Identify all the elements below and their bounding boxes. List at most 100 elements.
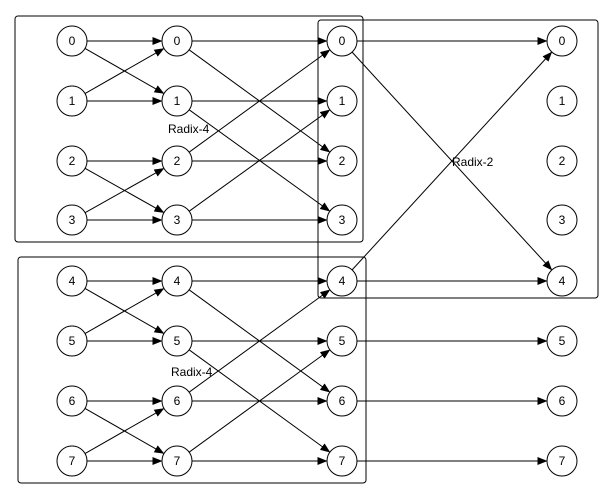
node-stage-3-6: 6 bbox=[546, 385, 578, 417]
node-circle bbox=[326, 325, 358, 357]
node-stage-0-5: 5 bbox=[56, 325, 88, 357]
node-circle bbox=[56, 145, 88, 177]
node-stage-3-1: 1 bbox=[546, 85, 578, 117]
radix4-bottom-label: Radix-4 bbox=[171, 365, 213, 379]
node-stage-3-3: 3 bbox=[546, 204, 578, 236]
node-circle bbox=[546, 445, 578, 477]
radix4-bottom-group-box bbox=[17, 256, 367, 484]
node-stage-2-0: 0 bbox=[326, 25, 358, 57]
node-label: 5 bbox=[339, 334, 346, 348]
node-circle bbox=[546, 325, 578, 357]
node-stage-1-0: 0 bbox=[161, 25, 193, 57]
node-label: 4 bbox=[174, 274, 181, 288]
node-circle bbox=[326, 85, 358, 117]
node-stage-2-7: 7 bbox=[326, 445, 358, 477]
node-circle bbox=[326, 385, 358, 417]
node-label: 2 bbox=[559, 154, 566, 168]
node-circle bbox=[56, 265, 88, 297]
node-stage-2-6: 6 bbox=[326, 385, 358, 417]
node-stage-0-3: 3 bbox=[56, 204, 88, 236]
node-label: 3 bbox=[69, 213, 76, 227]
node-label: 6 bbox=[559, 394, 566, 408]
node-label: 0 bbox=[69, 34, 76, 48]
node-circle bbox=[326, 204, 358, 236]
node-label: 6 bbox=[69, 394, 76, 408]
edge-s0n7-s1n6 bbox=[84, 408, 165, 455]
node-circle bbox=[56, 25, 88, 57]
node-circle bbox=[161, 204, 193, 236]
node-circle bbox=[161, 25, 193, 57]
node-label: 4 bbox=[559, 274, 566, 288]
node-circle bbox=[326, 265, 358, 297]
node-circle bbox=[161, 325, 193, 357]
node-circle bbox=[326, 25, 358, 57]
node-label: 5 bbox=[69, 334, 76, 348]
edge-s0n5-s1n4 bbox=[84, 288, 165, 335]
node-stage-1-7: 7 bbox=[161, 445, 193, 477]
node-circle bbox=[56, 85, 88, 117]
edge-s2n4-s3n0 bbox=[351, 51, 553, 271]
node-label: 3 bbox=[339, 213, 346, 227]
edge-s1n3-s2n1 bbox=[188, 109, 331, 212]
node-stage-1-3: 3 bbox=[161, 204, 193, 236]
node-label: 0 bbox=[339, 34, 346, 48]
node-label: 7 bbox=[69, 454, 76, 468]
node-label: 0 bbox=[174, 34, 181, 48]
node-stage-1-2: 2 bbox=[161, 145, 193, 177]
node-stage-1-4: 4 bbox=[161, 265, 193, 297]
node-stage-1-6: 6 bbox=[161, 385, 193, 417]
edge-s1n7-s2n5 bbox=[188, 349, 331, 453]
nodes-layer: 0 1 2 3 4 5 6 7 0 1 2 3 4 5 6 7 0 1 2 3 4 5 6 7 0 1 2 3 4 5 6 7 bbox=[56, 25, 578, 477]
node-label: 2 bbox=[174, 154, 181, 168]
node-label: 3 bbox=[174, 213, 181, 227]
node-stage-0-1: 1 bbox=[56, 85, 88, 117]
node-circle bbox=[161, 85, 193, 117]
node-label: 1 bbox=[174, 94, 181, 108]
node-label: 2 bbox=[69, 154, 76, 168]
node-label: 5 bbox=[559, 334, 566, 348]
node-stage-0-4: 4 bbox=[56, 265, 88, 297]
node-stage-3-0: 0 bbox=[546, 25, 578, 57]
node-label: 7 bbox=[339, 454, 346, 468]
node-circle bbox=[546, 265, 578, 297]
node-stage-3-4: 4 bbox=[546, 265, 578, 297]
node-circle bbox=[161, 385, 193, 417]
edge-s0n3-s1n2 bbox=[84, 168, 165, 214]
node-label: 1 bbox=[339, 94, 346, 108]
node-stage-3-2: 2 bbox=[546, 145, 578, 177]
radix2-label: Radix-2 bbox=[452, 155, 494, 169]
node-circle bbox=[546, 85, 578, 117]
edge-s0n1-s1n0 bbox=[84, 48, 165, 95]
node-circle bbox=[546, 25, 578, 57]
node-stage-0-7: 7 bbox=[56, 445, 88, 477]
node-stage-0-2: 2 bbox=[56, 145, 88, 177]
node-circle bbox=[56, 204, 88, 236]
node-stage-3-7: 7 bbox=[546, 445, 578, 477]
node-circle bbox=[56, 445, 88, 477]
node-circle bbox=[546, 204, 578, 236]
node-stage-2-4: 4 bbox=[326, 265, 358, 297]
node-circle bbox=[56, 325, 88, 357]
node-stage-1-5: 5 bbox=[161, 325, 193, 357]
edge-s1n2-s2n0 bbox=[188, 49, 331, 153]
node-circle bbox=[161, 145, 193, 177]
node-label: 6 bbox=[174, 394, 181, 408]
node-label: 1 bbox=[69, 94, 76, 108]
radix4-top-label: Radix-4 bbox=[168, 122, 210, 136]
node-label: 4 bbox=[339, 274, 346, 288]
node-label: 6 bbox=[339, 394, 346, 408]
node-stage-0-6: 6 bbox=[56, 385, 88, 417]
node-circle bbox=[326, 145, 358, 177]
node-label: 3 bbox=[559, 213, 566, 227]
node-label: 5 bbox=[174, 334, 181, 348]
radix4-top-group-box bbox=[14, 15, 364, 243]
node-label: 1 bbox=[559, 94, 566, 108]
node-label: 7 bbox=[559, 454, 566, 468]
node-circle bbox=[161, 445, 193, 477]
node-circle bbox=[161, 265, 193, 297]
node-label: 4 bbox=[69, 274, 76, 288]
node-label: 2 bbox=[339, 154, 346, 168]
edge-s1n6-s2n4 bbox=[188, 289, 331, 393]
